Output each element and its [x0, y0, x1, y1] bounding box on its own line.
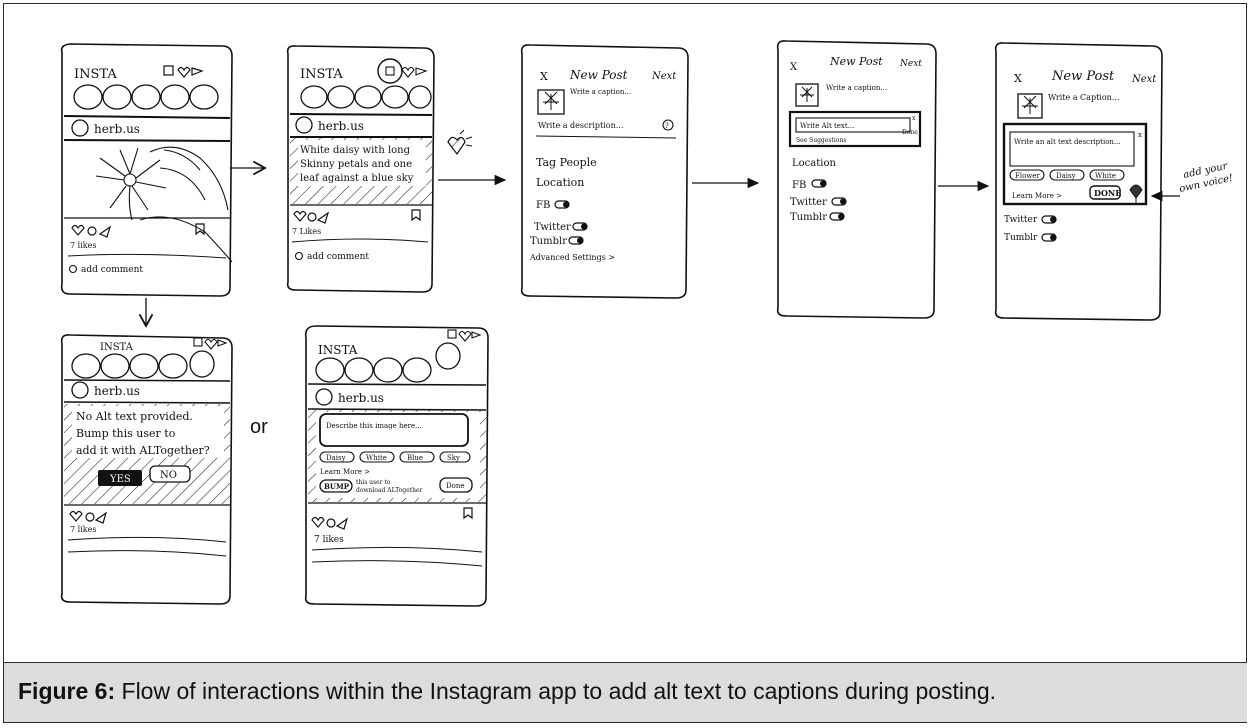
action-icons	[71, 223, 205, 238]
chip-blue: Blue	[407, 454, 423, 462]
svg-text:x: x	[1138, 131, 1142, 139]
next-link: Next	[899, 59, 922, 69]
sketch-diagram: INSTA herb.us 7 likes	[60, 40, 1234, 607]
screen-alt-entry: X New Post Next Write a caption... Write…	[776, 40, 937, 319]
alt-popup	[1002, 122, 1148, 206]
username: herb.us	[94, 122, 140, 136]
done-button: DONE	[1094, 188, 1121, 198]
svg-text:?: ?	[665, 122, 669, 130]
brand-label: INSTA	[318, 343, 358, 357]
highlight-circle	[377, 58, 403, 84]
chip-flower: Flower	[1015, 172, 1040, 180]
menu-fb: FB	[536, 200, 550, 211]
menu-tumblr: Tumblr	[790, 212, 827, 223]
bump-note-1: this user to	[356, 479, 391, 486]
menu-twitter: Twitter	[1004, 215, 1038, 225]
bookmark-icon	[195, 223, 205, 236]
avatar	[71, 119, 89, 137]
thumbnail	[537, 89, 565, 115]
describe-input: Describe this image here...	[326, 422, 422, 430]
figure-caption-bar: Figure 6: Flow of interactions within th…	[4, 662, 1247, 722]
help-icon	[662, 119, 674, 131]
figure-caption-text: Flow of interactions within the Instagra…	[121, 678, 997, 704]
alt-line-3: leaf against a blue sky	[300, 173, 414, 184]
likes-count: 7 likes	[314, 535, 344, 545]
screen-new-post: X New Post Next Write a caption... Write…	[520, 44, 689, 299]
brand-label: INSTA	[74, 67, 117, 82]
done-button[interactable]	[439, 477, 473, 493]
screen-alt-suggestions: X New Post Next Write a Caption... Write…	[994, 42, 1163, 321]
menu-twitter: Twitter	[790, 197, 827, 208]
menu-advanced: Advanced Settings >	[529, 253, 615, 262]
see-suggestions: See Suggestions	[796, 137, 846, 144]
alt-popup	[788, 110, 922, 148]
caption-prompt: Write a caption...	[826, 84, 887, 92]
description-prompt: Write a description...	[538, 121, 623, 130]
next-link: Next	[651, 71, 677, 82]
figure-caption: Figure 6: Flow of interactions within th…	[18, 678, 996, 705]
username: herb.us	[318, 119, 364, 133]
stories-row	[73, 84, 219, 110]
message-line-2: Bump this user to	[76, 427, 176, 440]
menu-tumblr: Tumblr	[1004, 233, 1038, 243]
daisy-photo	[95, 146, 233, 263]
alt-line-2: Skinny petals and one	[300, 159, 412, 170]
svg-text:x: x	[912, 115, 916, 122]
yes-button[interactable]	[98, 470, 142, 486]
chip-white: White	[1095, 172, 1116, 180]
close-icon: X	[790, 62, 798, 73]
header-icons	[163, 65, 204, 78]
menu-twitter: Twitter	[534, 222, 571, 233]
screen-feed: INSTA herb.us 7 likes	[60, 43, 233, 297]
screen-no-alt: INSTA herb.us No Alt text provided. Bump…	[60, 334, 233, 605]
chip-sky: Sky	[447, 454, 460, 462]
username: herb.us	[338, 391, 384, 405]
learn-more: Learn More >	[320, 468, 370, 476]
done-label: Done	[446, 482, 464, 490]
connector-or: or	[250, 416, 268, 438]
username: herb.us	[94, 384, 140, 398]
brand-label: INSTA	[100, 342, 134, 353]
figure-label: Figure 6:	[18, 678, 116, 704]
screen-title: New Post	[569, 68, 628, 82]
screen-title: New Post	[829, 55, 883, 68]
add-comment: add comment	[81, 265, 143, 275]
message-line-3: add it with ALTogether?	[76, 444, 210, 457]
bump-label: BUMP	[324, 482, 350, 491]
chip-daisy: Daisy	[1056, 172, 1076, 180]
likes-count: 7 Likes	[292, 227, 321, 236]
close-icon: X	[540, 70, 548, 83]
tap-heart-icon	[447, 129, 473, 156]
likes-count: 7 likes	[70, 525, 96, 534]
add-comment: add comment	[307, 252, 369, 262]
message-line-1: No Alt text provided.	[76, 410, 193, 423]
bump-note-2: download ALTogether	[356, 487, 423, 494]
next-link: Next	[1131, 74, 1157, 85]
chip-daisy: Daisy	[326, 454, 346, 462]
caption-prompt: Write a Caption...	[1048, 93, 1119, 102]
screen-describe: INSTA herb.us Describe this image here..…	[304, 325, 489, 607]
microphone-icon	[1129, 184, 1143, 205]
likes-count: 7 likes	[70, 241, 96, 250]
menu-tumblr: Tumblr	[530, 236, 567, 247]
yes-label: YES	[109, 474, 131, 485]
menu-location: Location	[536, 176, 584, 189]
close-icon: X	[1014, 72, 1022, 85]
brand-label: INSTA	[300, 67, 343, 82]
menu-tag-people: Tag People	[536, 156, 597, 169]
no-button[interactable]	[149, 465, 191, 483]
screen-title: New Post	[1051, 69, 1115, 84]
alt-input: Write Alt text...	[800, 122, 854, 130]
alt-input: Write an alt text description...	[1014, 138, 1121, 146]
learn-more: Learn More >	[1012, 192, 1062, 200]
screen-feed-alt: INSTA herb.us White daisy with long Skin…	[286, 45, 435, 293]
alt-line-1: White daisy with long	[300, 145, 411, 156]
menu-fb: FB	[792, 180, 806, 191]
bump-button[interactable]	[319, 479, 353, 493]
menu-location: Location	[792, 158, 836, 169]
caption-prompt: Write a caption...	[570, 88, 631, 96]
chip-white: White	[366, 454, 387, 462]
done-button: Done	[902, 129, 918, 136]
no-label: NO	[160, 470, 177, 481]
